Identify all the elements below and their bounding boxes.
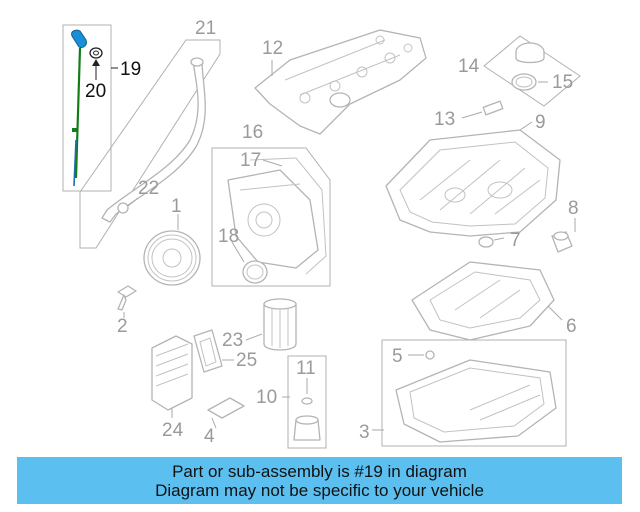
callout-2: 2 (117, 316, 128, 337)
cooler-gasket[interactable] (193, 329, 223, 373)
callout-1: 1 (171, 196, 182, 217)
callout-22: 22 (138, 178, 159, 199)
callout-8: 8 (568, 198, 579, 219)
callout-19[interactable]: 19 (120, 59, 141, 80)
oil-filter[interactable] (263, 298, 297, 351)
guide-tube[interactable] (101, 59, 206, 223)
callout-12: 12 (262, 38, 283, 59)
dipstick-part[interactable] (62, 24, 112, 192)
dipstick-rod (74, 47, 82, 179)
callout-21: 21 (195, 18, 216, 39)
callout-4: 4 (204, 426, 215, 447)
oil-cooler[interactable] (151, 335, 193, 411)
callout-18: 18 (218, 226, 239, 247)
callout-10: 10 (256, 387, 277, 408)
banner-line-disclaimer: Diagram may not be specific to your vehi… (155, 481, 484, 500)
callout-24: 24 (162, 420, 184, 441)
box-21 (79, 39, 221, 249)
banner-line-part-info: Part or sub-assembly is #19 in diagram (172, 462, 467, 481)
callout-6: 6 (566, 316, 577, 337)
callout-17: 17 (240, 150, 261, 171)
callout-16: 16 (242, 122, 263, 143)
callout-25: 25 (236, 350, 257, 371)
drain-plug-5 (425, 350, 435, 360)
o-ring-part-20[interactable] (89, 47, 103, 59)
callout-23: 23 (222, 330, 243, 351)
callout-3: 3 (359, 422, 370, 443)
baffle-plate[interactable] (411, 261, 555, 341)
oil-filler-cap[interactable] (515, 42, 545, 64)
callout-5: 5 (392, 346, 403, 367)
callout-20: 20 (85, 81, 106, 102)
callout-14: 14 (458, 56, 480, 77)
dipstick-handle (71, 29, 87, 48)
bracket-4[interactable] (207, 397, 245, 419)
box-16 (211, 147, 331, 287)
info-banner: Part or sub-assembly is #19 in diagram D… (17, 457, 622, 504)
box-10-11 (287, 355, 327, 449)
cap-seal-15 (511, 73, 537, 91)
oil-pan-upper[interactable] (385, 129, 561, 237)
callout-7: 7 (510, 230, 521, 251)
box-14-15 (483, 35, 581, 107)
callout-11: 11 (296, 358, 316, 379)
highlight-box (62, 24, 112, 192)
callout-15: 15 (552, 72, 573, 93)
callout-9: 9 (535, 112, 546, 133)
crank-pulley[interactable] (143, 230, 201, 286)
plug-7[interactable] (478, 236, 494, 248)
pulley-bolt[interactable] (117, 285, 137, 311)
gasket-13[interactable] (482, 100, 504, 116)
sensor-8[interactable] (551, 231, 573, 253)
callout-13: 13 (434, 109, 455, 130)
oil-level-sensor[interactable] (293, 397, 321, 441)
dipstick-mark (72, 128, 78, 132)
seal-ring-18 (242, 260, 268, 284)
timing-cover[interactable] (227, 169, 319, 269)
oil-pan-lower[interactable] (395, 359, 557, 443)
valve-cover[interactable] (254, 29, 427, 135)
box-3-5 (381, 339, 567, 447)
